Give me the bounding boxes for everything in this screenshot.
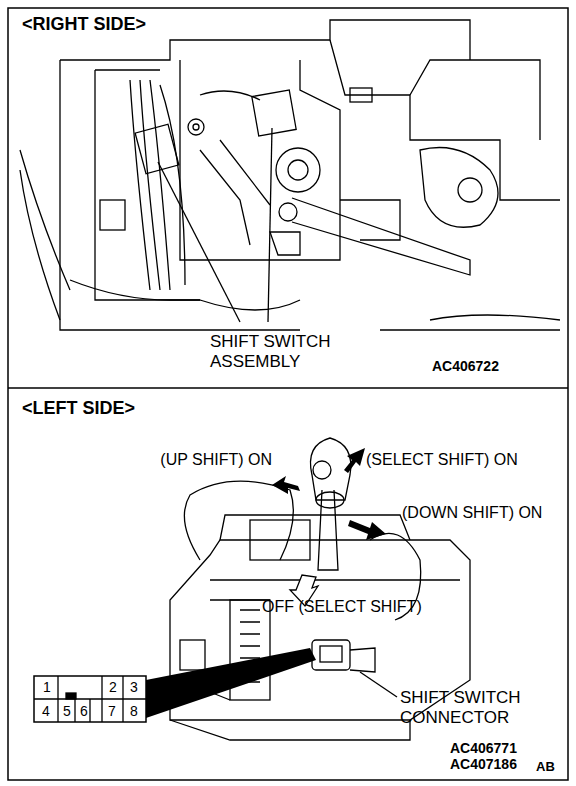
part-name: SHIFT SWITCH ASSEMBLY (210, 332, 380, 371)
switch-state: (UP SHIFT) ON (150, 451, 272, 469)
part-name: SHIFT SWITCH CONNECTOR (400, 688, 565, 727)
pin-number: 2 (106, 678, 120, 696)
switch-state: (DOWN SHIFT) ON (402, 504, 562, 522)
view-heading: <RIGHT SIDE> (22, 14, 222, 35)
figure-code: AB (536, 760, 566, 775)
pin-number: 8 (127, 702, 141, 720)
pin-number: 7 (106, 702, 118, 720)
figure-code: AC407186 (450, 756, 540, 772)
view-heading: <LEFT SIDE> (22, 398, 222, 419)
pin-number: 4 (39, 702, 53, 720)
pin-number: 1 (40, 678, 54, 696)
figure-code: AC406771 (450, 740, 550, 756)
switch-state: OFF (SELECT SHIFT) (262, 598, 502, 616)
switch-state: (SELECT SHIFT) ON (366, 451, 551, 469)
pin-number: 6 (77, 702, 91, 720)
pin-number: 3 (127, 678, 141, 696)
pin-number: 5 (60, 702, 74, 720)
figure-code: AC406722 (432, 358, 562, 374)
